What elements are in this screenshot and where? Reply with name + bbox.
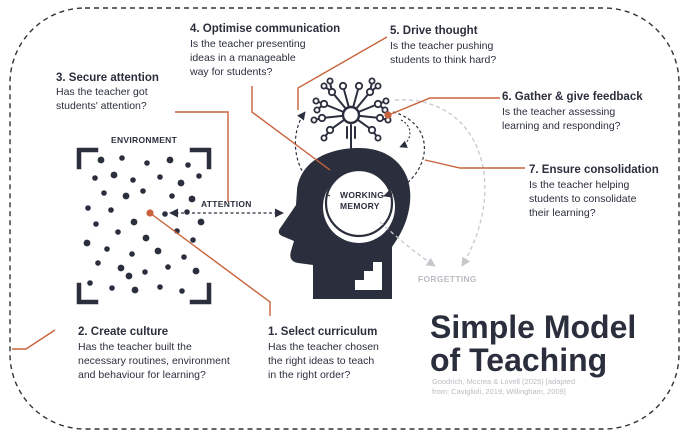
environment-dot [192,267,200,275]
environment-dots [83,155,205,294]
environment-dot [179,288,185,294]
working-memory-label-line2: MEMORY [340,201,380,211]
environment-dot [142,269,148,275]
environment-dot [122,192,130,200]
forgetting-arrow-memory [379,221,436,267]
neuron-nodes [310,77,392,142]
step1-body: Has the teacher chosen the right ideas t… [268,341,379,381]
step6-body: Is the teacher assessing learning and re… [502,106,621,132]
head-eye [306,206,318,218]
environment-label: ENVIRONMENT [111,135,178,145]
environment-dot [101,190,107,196]
step4-title: 4. Optimise communication [190,23,341,35]
environment-dot [130,218,138,226]
environment-dot [140,188,146,194]
step3-title: 3. Secure attention [56,72,159,84]
environment-dot [93,221,99,227]
environment-dot [97,156,105,164]
environment-dot [162,211,168,217]
leader-gather-feedback [390,97,500,115]
environment-dot [165,264,171,270]
step7-body: Is the teacher helping students to conso… [529,179,637,219]
encoding-arc-left [294,111,331,197]
head-stairs [355,262,382,290]
environment-dot [125,272,133,280]
environment-dot [166,156,174,164]
leader-create-culture [12,329,56,350]
environment-dot [92,175,98,181]
working-memory-circle [324,168,394,238]
environment-dot [109,285,115,291]
environment-dot [130,177,136,183]
environment-dot [108,207,114,213]
environment-dot [117,264,125,272]
neuron-tree [313,81,389,153]
environment-dot [144,160,150,166]
step6-title: 6. Gather & give feedback [502,91,643,103]
step1-title: 1. Select curriculum [268,326,378,338]
citation: Goodrich, Mccrea & Lovell (2025) [adapte… [432,377,575,396]
feedback-node-dot [384,111,392,119]
page-title-line2: of Teaching [430,342,608,378]
step2-body: Has the teacher built the necessary rout… [78,341,230,381]
environment-dot [154,247,162,255]
leader-drive-thought [297,36,388,110]
environment-dot [197,218,205,226]
environment-dot [131,286,139,294]
step5-body: Is the teacher pushing students to think… [390,40,497,66]
environment-dot [185,162,191,168]
environment-frame [76,147,212,305]
page-title-line1: Simple Model [430,309,637,345]
small-feedback-arc [399,119,411,148]
step4-body: Is the teacher presenting ideas in a man… [190,38,306,78]
head-profile [278,148,411,299]
environment-dot [85,205,91,211]
leader-secure-attention [175,111,229,202]
step7-title: 7. Ensure consolidation [529,164,659,176]
environment-dot [177,179,185,187]
environment-dot [188,195,196,203]
environment-dot [83,239,91,247]
environment-dot [129,251,135,257]
environment-dot [95,260,101,266]
step3-body: Has the teacher got students' attention? [56,86,148,112]
step2-title: 2. Create culture [78,326,169,338]
environment-dot [190,237,196,243]
forgetting-label: FORGETTING [418,274,477,284]
leader-optimise-communication [251,86,331,171]
environment-dot [142,234,150,242]
environment-dot [110,171,118,179]
environment-dot [181,254,187,260]
environment-dot [87,280,93,286]
environment-dot [115,229,121,235]
attention-label: ATTENTION [201,199,252,209]
leader-ensure-consolidation [424,159,525,169]
environment-dot [184,209,190,215]
environment-dot [119,155,125,161]
leader-select-curriculum [149,212,271,316]
environment-dot [157,284,163,290]
leader-lines [12,36,525,350]
forgetting-arrow-longterm [394,99,486,267]
neuron-core [341,105,361,125]
environment-dot [169,193,175,199]
environment-dot [196,173,202,179]
step5-title: 5. Drive thought [390,25,478,37]
working-memory-label-line1: WORKING [340,190,385,200]
retrieval-arc-right [383,111,426,198]
environment-dot [104,246,110,252]
environment-dot [157,174,163,180]
